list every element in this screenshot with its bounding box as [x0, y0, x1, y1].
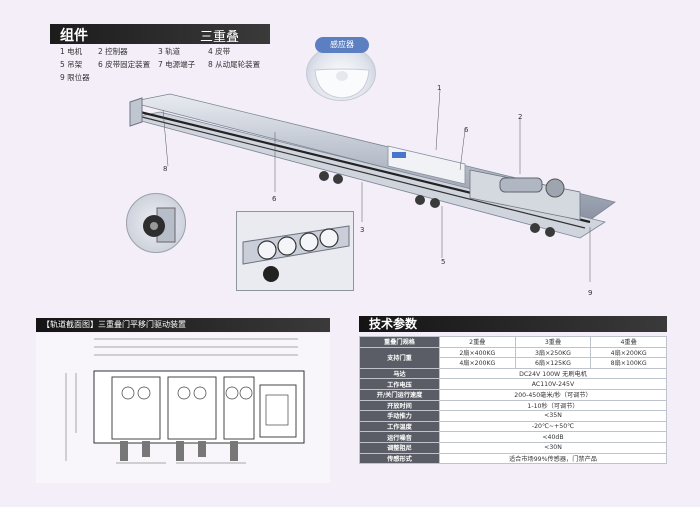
table-cell: 2扇×400KG	[439, 346, 516, 359]
table-label-cell: 开/关门运行速度	[359, 388, 440, 401]
track-assembly-illustration	[129, 89, 616, 282]
table-row: 工作温度 -20℃~+50℃	[359, 420, 667, 433]
table-header-cell: 2重叠	[439, 336, 516, 348]
table-row: 支持门重 2扇×400KG 3扇×250KG 4扇×200KG	[359, 346, 667, 369]
table-cell: 适合市场99%传感器，门禁产品	[439, 452, 667, 465]
table-row: 运行噪音 <40dB	[359, 431, 667, 443]
table-cell: <30N	[439, 441, 667, 454]
callout-2: 2	[518, 113, 523, 121]
pulley-detail-image	[126, 193, 186, 253]
table-row: 重叠门规格 2重叠 3重叠 4重叠	[359, 336, 667, 348]
legend-item: 4 皮带	[208, 47, 231, 56]
legend-item: 7 电源端子	[158, 60, 196, 69]
track-cross-section-drawing	[36, 333, 330, 483]
legend-item: 9 限位器	[60, 73, 90, 82]
sensor-icon	[314, 68, 370, 99]
callout-5: 5	[441, 258, 446, 266]
track-section-bar: 【轨道截面图】三重叠门平移门驱动装置	[36, 318, 330, 332]
components-header: 组件 三重叠	[50, 24, 270, 45]
callout-9: 9	[588, 289, 593, 297]
components-title: 组件	[60, 28, 88, 44]
table-row: 4扇×200KG 6扇×125KG 8扇×100KG	[360, 357, 667, 369]
table-row: 马达 DC24V 100W 无刷电机	[359, 367, 667, 380]
table-row: 传感形式 适合市场99%传感器，门禁产品	[359, 452, 667, 465]
table-label-cell: 工作电压	[359, 378, 440, 390]
table-row: 开放时间 1-10秒（可调节）	[359, 399, 667, 412]
sensor-label: 感应器	[315, 37, 369, 53]
table-label-cell: 手动推力	[359, 410, 440, 422]
table-label-cell: 工作温度	[359, 420, 440, 433]
legend-item: 8 从动尾轮装置	[208, 60, 261, 69]
callout-3: 3	[360, 226, 365, 234]
table-label-cell: 运行噪音	[359, 431, 440, 443]
table-cell: AC110V-245V	[439, 378, 667, 390]
table-cell: -20℃~+50℃	[439, 420, 667, 433]
table-label-cell: 传感形式	[359, 452, 440, 465]
legend-item: 5 吊架	[60, 60, 83, 69]
table-cell: 4扇×200KG	[439, 357, 516, 369]
table-cell: 1-10秒（可调节）	[439, 399, 667, 412]
table-row: 开/关门运行速度 200-450毫米/秒（可调节）	[359, 388, 667, 401]
callout-6b: 6	[272, 195, 277, 203]
table-cell: <40dB	[439, 431, 667, 443]
components-subtitle: 三重叠	[200, 30, 240, 45]
table-cell: DC24V 100W 无刷电机	[439, 367, 667, 380]
table-header-cell: 3重叠	[514, 336, 592, 348]
table-cell: 3扇×250KG	[514, 346, 592, 359]
legend-item: 2 控制器	[98, 47, 128, 56]
callout-6: 6	[464, 126, 469, 134]
hanger-wheels-detail-image	[236, 211, 354, 291]
legend-item: 1 电机	[60, 47, 83, 56]
spec-table: 重叠门规格 2重叠 3重叠 4重叠 支持门重 2扇×400KG 3扇×250KG…	[359, 336, 667, 465]
table-label-cell: 马达	[359, 367, 440, 380]
spec-section-bar: 技术参数	[359, 316, 667, 332]
table-cell: 4扇×200KG	[590, 346, 667, 359]
table-cell: <35N	[439, 410, 667, 422]
table-cell: 6扇×125KG	[514, 357, 592, 369]
table-cell: 8扇×100KG	[590, 357, 667, 369]
hanger-wheels-icon	[242, 225, 350, 282]
table-row: 手动推力 <35N	[359, 410, 667, 422]
table-label-cell: 调整阻尼	[359, 441, 440, 454]
table-header-cell: 4重叠	[590, 336, 667, 348]
table-label-cell: 支持门重	[359, 346, 440, 369]
table-label-cell: 开放时间	[359, 399, 440, 412]
table-row: 调整阻尼 <30N	[359, 441, 667, 454]
callout-8: 8	[163, 165, 168, 173]
pulley-icon	[143, 207, 176, 243]
callout-1: 1	[437, 84, 442, 92]
sensor-image	[306, 45, 376, 101]
spec-section-title: 技术参数	[369, 317, 418, 331]
table-header-cell: 重叠门规格	[359, 336, 440, 348]
table-row: 工作电压 AC110V-245V	[359, 378, 667, 390]
table-cell: 200-450毫米/秒（可调节）	[439, 388, 667, 401]
cross-section-svg	[65, 338, 305, 464]
track-section-title: 【轨道截面图】三重叠门平移门驱动装置	[42, 320, 186, 329]
legend-item: 3 轨道	[158, 47, 181, 56]
legend-item: 6 皮带固定装置	[98, 60, 151, 69]
